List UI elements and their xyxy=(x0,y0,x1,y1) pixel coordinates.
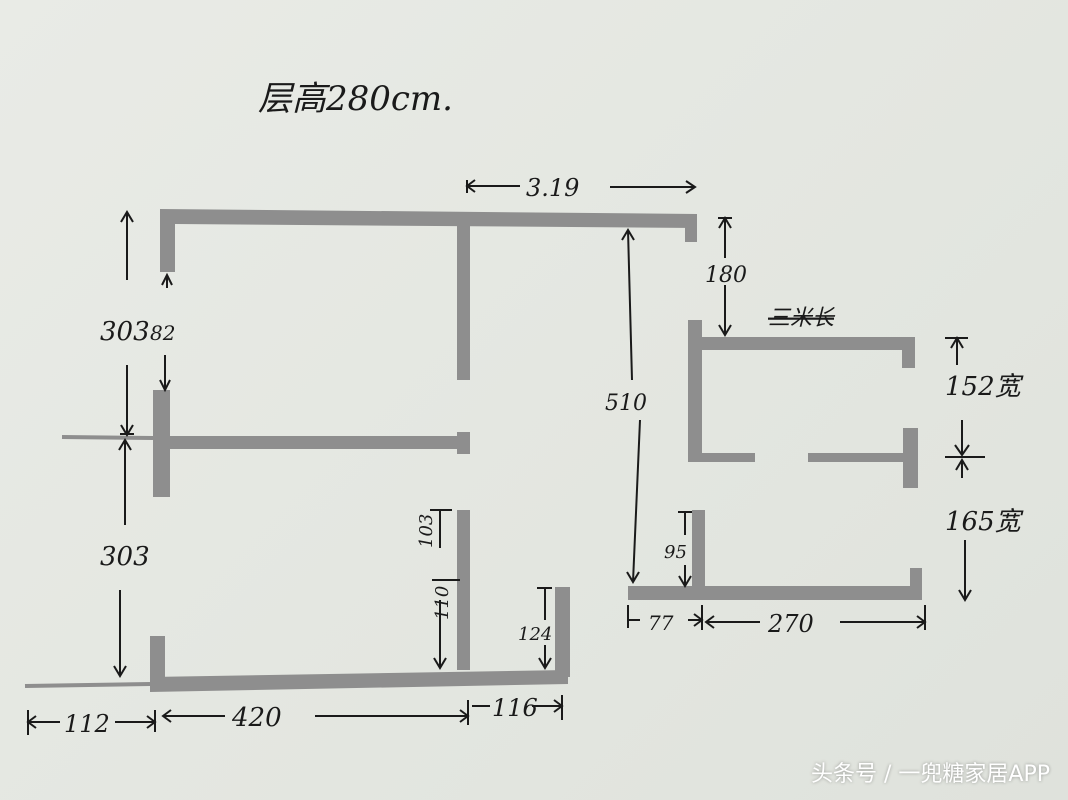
dim-left-door-gap: 82 xyxy=(150,321,175,345)
ceiling-height-label: 层高280cm. xyxy=(258,79,453,119)
dim-right-upper-width: 152宽 xyxy=(945,372,1024,402)
wall-right-bottom-stub xyxy=(910,568,922,600)
dim-left-lower-height: 303 xyxy=(100,542,150,572)
walls xyxy=(24,209,922,692)
dim-right-bottom-left: 77 xyxy=(648,611,674,635)
wall-right-left xyxy=(688,320,702,462)
wall-right-mid-b xyxy=(808,453,915,462)
wall-left-mid xyxy=(153,390,170,497)
wall-upper-divider xyxy=(457,224,470,380)
dim-right-lower-stub: 95 xyxy=(664,542,687,563)
wall-right-bottom xyxy=(628,586,922,600)
dim-inner-lower: 110 xyxy=(432,586,453,620)
wall-right-top-stub xyxy=(902,337,915,368)
wall-right-top xyxy=(688,337,915,350)
wall-right-lower-vertical xyxy=(692,510,705,590)
wall-middle-horizontal xyxy=(170,436,470,449)
wall-bottom xyxy=(150,670,568,692)
crossed-out-note: 三米长 xyxy=(768,306,836,331)
dim-top-right-offset: 180 xyxy=(705,263,747,288)
dim-top-width: 3.19 xyxy=(526,174,579,202)
wall-left-thin xyxy=(61,435,154,440)
wall-top xyxy=(160,209,697,272)
wall-right-mid-a xyxy=(688,453,755,462)
dim-right-bottom-right: 270 xyxy=(767,610,814,638)
dim-inner-upper: 103 xyxy=(416,514,437,548)
wall-bottom-right-stub xyxy=(555,587,570,677)
dim-center-height: 510 xyxy=(605,391,647,416)
wall-bottom-left-stub xyxy=(150,636,165,686)
wall-bottom-thin xyxy=(24,682,151,688)
wall-lower-divider xyxy=(457,510,470,670)
wall-right-mid-stub xyxy=(903,428,918,488)
dim-left-upper-height: 303 xyxy=(100,317,150,347)
dim-bottom-left: 112 xyxy=(64,710,110,738)
dim-bottom-right: 116 xyxy=(492,694,538,722)
wall-middle-stub xyxy=(457,432,470,454)
wall-top-right-stub xyxy=(685,214,697,242)
watermark: 头条号 / 一兜糖家居APP xyxy=(811,762,1050,787)
dim-bottom-right-stub: 124 xyxy=(518,624,552,645)
dim-right-lower-width: 165宽 xyxy=(945,507,1024,537)
dimension-lines xyxy=(26,179,985,735)
dim-bottom-mid: 420 xyxy=(231,703,282,733)
